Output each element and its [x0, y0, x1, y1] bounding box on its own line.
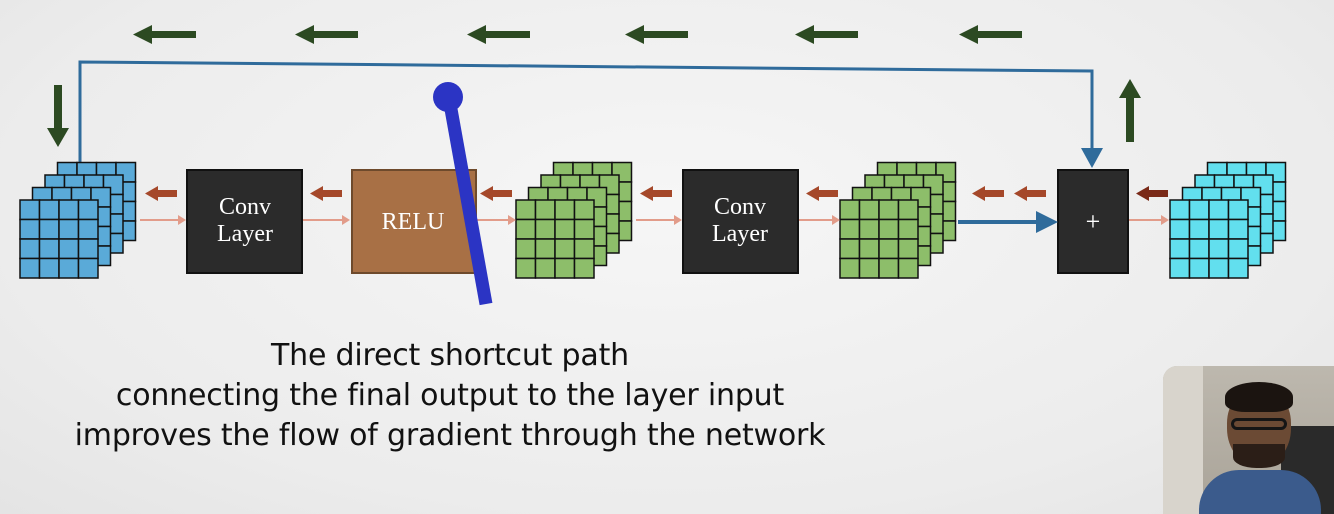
gradient-arrows-top — [133, 25, 1022, 44]
gradient-arrow-up-icon — [1119, 79, 1141, 142]
caption-line-2: connecting the final output to the layer… — [115, 378, 785, 413]
conv-layer-label: Conv — [714, 194, 766, 220]
conv-layer-label: Layer — [217, 221, 273, 247]
backward-arrow-icon — [310, 186, 342, 201]
forward-arrow-icon — [636, 215, 682, 225]
conv-output-tensor — [839, 161, 957, 279]
gradient-arrow-icon — [295, 25, 358, 44]
gradient-arrow-down-icon — [47, 85, 69, 147]
backward-arrow-icon — [480, 186, 512, 201]
conv-layer-block-1: Conv Layer — [186, 169, 303, 274]
caption: The direct shortcut path connecting the … — [0, 336, 900, 456]
conv-layer-block-2: Conv Layer — [682, 169, 799, 274]
forward-arrow-icon — [477, 215, 516, 225]
gradient-arrow-icon — [625, 25, 688, 44]
main-path-arrow-icon — [958, 211, 1058, 233]
forward-arrow-icon — [799, 215, 840, 225]
conv-layer-label: Layer — [712, 221, 768, 247]
add-block: + — [1057, 169, 1129, 274]
relu-label: RELU — [382, 209, 445, 235]
add-symbol: + — [1086, 207, 1101, 236]
gradient-arrow-icon — [959, 25, 1022, 44]
relu-output-tensor — [515, 161, 633, 279]
pointer-icon — [433, 82, 493, 306]
presenter-webcam — [1163, 366, 1334, 514]
caption-line-3: improves the flow of gradient through th… — [74, 418, 826, 453]
input-tensor — [19, 161, 137, 279]
block-output-tensor — [1169, 161, 1287, 279]
caption-line-1: The direct shortcut path — [271, 338, 629, 373]
gradient-arrow-icon — [467, 25, 530, 44]
conv-layer-label: Conv — [219, 194, 271, 220]
skip-connection — [78, 60, 1103, 172]
relu-block: RELU — [351, 169, 477, 274]
backward-arrow-icon — [1014, 186, 1046, 201]
backward-arrow-icon — [806, 186, 838, 201]
backward-arrows — [145, 186, 1168, 201]
forward-arrows — [140, 215, 1169, 225]
forward-arrow-icon — [140, 215, 186, 225]
gradient-arrow-icon — [133, 25, 196, 44]
backward-arrow-icon — [1136, 186, 1168, 201]
forward-arrow-icon — [1129, 215, 1169, 225]
backward-arrow-icon — [640, 186, 672, 201]
gradient-arrow-icon — [795, 25, 858, 44]
backward-arrow-icon — [145, 186, 177, 201]
forward-arrow-icon — [303, 215, 350, 225]
backward-arrow-icon — [972, 186, 1004, 201]
